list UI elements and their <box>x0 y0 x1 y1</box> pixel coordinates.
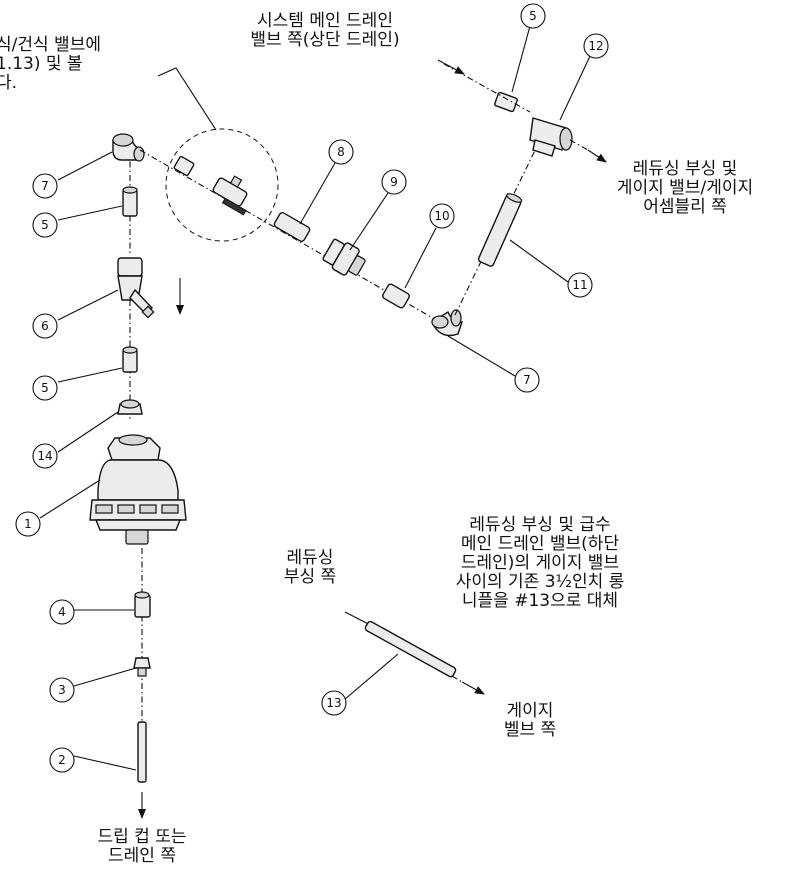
coupling-4 <box>134 591 151 618</box>
leader-5b <box>57 367 123 383</box>
svg-text:7: 7 <box>41 179 49 193</box>
nipple-8 <box>273 211 311 243</box>
svg-text:5: 5 <box>529 9 537 23</box>
svg-text:6: 6 <box>41 319 49 333</box>
detail-circle <box>165 128 279 242</box>
nipple-5-upper <box>122 186 138 217</box>
inlet-centerline <box>443 63 531 113</box>
note-reducing-bushing: 레듀싱 부싱 쪽 <box>283 548 337 587</box>
elbow-7-right <box>431 309 463 337</box>
svg-text:5: 5 <box>41 218 49 232</box>
nipple-5-lower <box>122 346 138 373</box>
note-gauge-valve: 게이지 벨브 쪽 <box>503 701 557 740</box>
strainer-6 <box>117 257 155 319</box>
callout-2: 2 <box>49 747 75 773</box>
callout-13: 13 <box>321 690 347 716</box>
svg-text:2: 2 <box>58 753 66 767</box>
callout-6: 6 <box>32 313 58 339</box>
note-system-main-drain: 시스템 메인 드레인 밸브 쪽(상단 드레인) <box>250 11 400 50</box>
tube-11 <box>477 193 523 267</box>
leader-12 <box>559 55 591 121</box>
callout-7-top: 7 <box>32 173 58 199</box>
bushing-14 <box>117 399 143 415</box>
leader-8 <box>299 162 336 225</box>
note-top-left: 식/건식 밸브에 1.13) 및 볼 다. <box>0 35 101 93</box>
tube-2 <box>137 721 147 783</box>
leader-5c <box>511 25 531 93</box>
leader-note-top-left <box>157 67 217 131</box>
svg-text:8: 8 <box>337 145 345 159</box>
callout-7-right: 7 <box>514 367 540 393</box>
callout-14: 14 <box>32 443 58 469</box>
svg-text:11: 11 <box>572 278 587 292</box>
callout-8: 8 <box>328 139 354 165</box>
adapter-3 <box>133 657 151 677</box>
callout-11: 11 <box>567 272 593 298</box>
leader-7a <box>57 151 113 181</box>
inlet-arrow <box>437 59 465 75</box>
svg-text:12: 12 <box>588 39 603 53</box>
callout-5-right: 5 <box>520 3 546 29</box>
svg-text:10: 10 <box>434 209 449 223</box>
leader-1 <box>39 479 101 519</box>
leader-10 <box>404 227 437 289</box>
svg-text:7: 7 <box>523 373 531 387</box>
elbow-7-top <box>112 133 145 162</box>
callout-4: 4 <box>49 599 75 625</box>
leader-9 <box>349 192 389 251</box>
leader-14 <box>57 411 119 453</box>
callout-10: 10 <box>429 203 455 229</box>
svg-text:5: 5 <box>41 381 49 395</box>
svg-text:14: 14 <box>37 449 52 463</box>
callout-3: 3 <box>49 677 75 703</box>
leader-13 <box>343 653 399 701</box>
tee-12 <box>529 117 573 157</box>
svg-text:3: 3 <box>58 683 66 697</box>
nipple-5-right <box>494 91 518 113</box>
nipple-13-out-arrow <box>461 681 485 695</box>
leader-3 <box>73 667 137 687</box>
union-9 <box>322 238 366 276</box>
leader-7b <box>447 335 516 377</box>
callout-9: 9 <box>381 169 407 195</box>
callout-12: 12 <box>583 33 609 59</box>
note-reducing-gauge: 레듀싱 부싱 및 게이지 밸브/게이지 어셈블리 쪽 <box>616 159 754 217</box>
callout-5-lower: 5 <box>32 375 58 401</box>
note-drip-cup: 드립 컵 또는 드레인 쪽 <box>97 827 187 866</box>
leader-11 <box>509 239 569 283</box>
svg-text:4: 4 <box>58 605 66 619</box>
leader-6 <box>57 289 119 321</box>
callout-5-upper: 5 <box>32 212 58 238</box>
svg-text:1: 1 <box>24 517 32 531</box>
nipple-10 <box>382 283 410 309</box>
reducer-assembly-1 <box>89 434 187 545</box>
leader-5a <box>57 205 123 221</box>
note-replace-nipple: 레듀싱 부싱 및 급수 메인 드레인 밸브(하단 드레인)의 게이지 밸브 사이… <box>455 515 625 611</box>
ball-valve-in-detail <box>212 175 248 216</box>
svg-text:9: 9 <box>390 175 398 189</box>
outlet-centerline <box>569 139 589 151</box>
nipple-13 <box>364 620 457 678</box>
callout-1: 1 <box>15 511 41 537</box>
nipple-13-out-dash <box>451 675 463 683</box>
leader-2 <box>73 755 137 771</box>
nipple-in-detail <box>173 155 195 177</box>
outlet-arrow <box>587 149 607 163</box>
svg-text:13: 13 <box>326 696 341 710</box>
